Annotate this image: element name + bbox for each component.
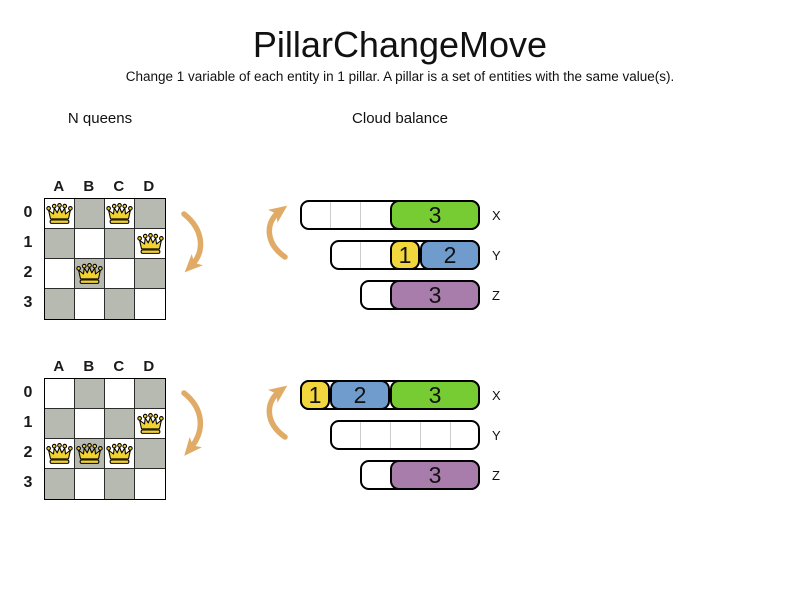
column-header: A — [53, 358, 65, 375]
row-label: 0 — [23, 204, 33, 221]
queen-icon — [136, 412, 164, 434]
capacity-divider — [330, 202, 331, 228]
move-arrow-nqueens-after — [181, 390, 204, 456]
board-cell — [45, 199, 75, 229]
board-cell — [135, 409, 165, 439]
board-cell — [75, 469, 105, 499]
machine-label-X: X — [492, 208, 501, 223]
nqueens-after — [44, 378, 166, 500]
board-cell — [75, 199, 105, 229]
board-cell — [135, 439, 165, 469]
row-label: 0 — [23, 384, 33, 401]
board-cell — [75, 259, 105, 289]
board-cell — [105, 379, 135, 409]
section-label-nqueens: N queens — [67, 110, 133, 127]
queen-icon — [106, 202, 133, 224]
board-cell — [105, 289, 135, 319]
row-label: 2 — [23, 444, 33, 461]
capacity-divider — [450, 422, 451, 448]
board-cell — [75, 379, 105, 409]
board-cell — [45, 259, 75, 289]
machine-label-Y: Y — [492, 248, 501, 263]
queen-icon — [136, 232, 164, 254]
process-block-yellow: 1 — [390, 240, 420, 270]
board-cell — [105, 229, 135, 259]
capacity-divider — [390, 422, 391, 448]
process-block-purple: 3 — [390, 280, 480, 310]
board-cell — [45, 439, 75, 469]
board-cell — [45, 409, 75, 439]
board-cell — [105, 409, 135, 439]
machine-label-Y: Y — [492, 428, 501, 443]
board-cell — [135, 259, 165, 289]
board-cell — [45, 469, 75, 499]
board-cell — [105, 259, 135, 289]
row-label: 3 — [23, 474, 33, 491]
process-value: 3 — [428, 381, 442, 408]
process-value: 3 — [428, 461, 442, 488]
board-cell — [135, 289, 165, 319]
process-value: 2 — [443, 241, 457, 268]
queen-icon — [46, 442, 73, 464]
column-header: C — [113, 358, 125, 375]
queen-icon — [106, 442, 133, 464]
board-cell — [75, 439, 105, 469]
board-cell — [45, 289, 75, 319]
board-cell — [135, 229, 165, 259]
move-arrow-nqueens-before — [181, 211, 204, 273]
row-label: 2 — [23, 264, 33, 281]
cloud-after-machine-Y — [330, 420, 480, 450]
page-title: PillarChangeMove — [252, 24, 548, 65]
board-cell — [135, 469, 165, 499]
queen-icon — [76, 442, 103, 464]
process-block-blue: 2 — [330, 380, 390, 410]
process-block-yellow: 1 — [300, 380, 330, 410]
board-cell — [75, 229, 105, 259]
row-label: 1 — [23, 234, 33, 251]
nqueens-before — [44, 198, 166, 320]
capacity-divider — [360, 422, 361, 448]
process-value: 1 — [308, 381, 322, 408]
process-block-green: 3 — [390, 380, 480, 410]
row-label: 3 — [23, 294, 33, 311]
row-label: 1 — [23, 414, 33, 431]
column-header: B — [83, 358, 95, 375]
board-cell — [105, 439, 135, 469]
column-header: D — [143, 358, 155, 375]
machine-label-Z: Z — [492, 468, 500, 483]
process-value: 2 — [353, 381, 367, 408]
capacity-divider — [420, 422, 421, 448]
capacity-divider — [360, 202, 361, 228]
column-header: B — [83, 178, 95, 195]
board-cell — [135, 379, 165, 409]
machine-label-Z: Z — [492, 288, 500, 303]
move-arrow-cloud-after — [266, 385, 288, 440]
board-cell — [75, 409, 105, 439]
process-value: 3 — [428, 281, 442, 308]
board-cell — [135, 199, 165, 229]
move-arrow-cloud-before — [266, 205, 288, 260]
column-header: C — [113, 178, 125, 195]
queen-icon — [76, 262, 103, 284]
board-cell — [45, 229, 75, 259]
board-cell — [105, 199, 135, 229]
column-header: D — [143, 178, 155, 195]
page-subtitle: Change 1 variable of each entity in 1 pi… — [125, 69, 675, 84]
board-cell — [75, 289, 105, 319]
process-value: 3 — [428, 201, 442, 228]
process-value: 1 — [398, 241, 412, 268]
process-block-blue: 2 — [420, 240, 480, 270]
process-block-purple: 3 — [390, 460, 480, 490]
column-header: A — [53, 178, 65, 195]
board-cell — [105, 469, 135, 499]
process-block-green: 3 — [390, 200, 480, 230]
board-cell — [45, 379, 75, 409]
queen-icon — [46, 202, 73, 224]
capacity-divider — [360, 242, 361, 268]
section-label-cloud-balance: Cloud balance — [352, 110, 448, 127]
machine-label-X: X — [492, 388, 501, 403]
